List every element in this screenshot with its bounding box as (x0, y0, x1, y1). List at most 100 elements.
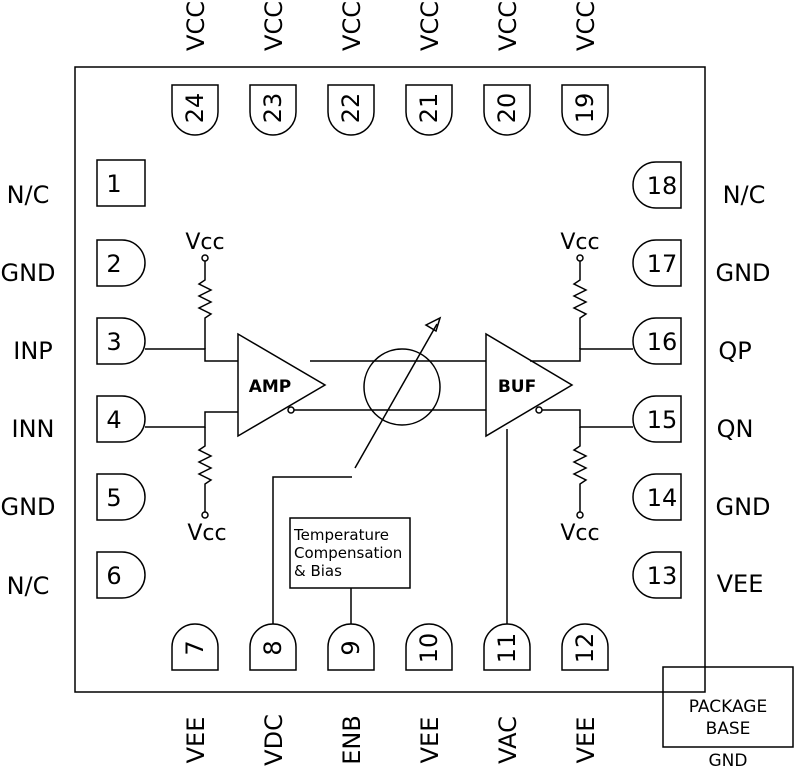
resistor-top-left (197, 261, 213, 349)
pin-11-pad (483, 623, 531, 671)
temp-comp-line2: Compensation (294, 544, 402, 562)
pin-16-number: 16 (647, 328, 678, 356)
pin-15-pad (632, 395, 682, 443)
buf-inverting-output-bubble (535, 406, 543, 414)
pin-7: 7 VEE (171, 623, 219, 764)
resistor-top-right (572, 261, 588, 349)
pin-14-pad (632, 473, 682, 521)
pin-10-name: VEE (416, 717, 444, 764)
temp-comp-line3: & Bias (294, 562, 342, 580)
pin-17-pad (632, 239, 682, 287)
pin-13-number: 13 (647, 562, 678, 590)
pin-8: 8 VDC (249, 623, 297, 766)
pin-23-name: VCC (260, 1, 288, 51)
pin-24-pad (171, 84, 219, 136)
pin-21-name: VCC (416, 1, 444, 51)
pin-21-pad (405, 84, 453, 136)
package-base-line2: BASE (706, 719, 751, 739)
pin-7-number: 7 (181, 640, 209, 655)
amp-inverting-output-bubble (287, 406, 295, 414)
pin-15-name: QN (717, 415, 754, 443)
temp-comp-bias-block (289, 517, 411, 589)
pin-12-name: VEE (572, 717, 600, 764)
pin-24-number: 24 (181, 93, 209, 124)
pin-1-pad (96, 159, 146, 207)
pin-11-number: 11 (493, 633, 521, 664)
pin-16-pad (632, 317, 682, 365)
pin-10: 10 VEE (405, 623, 453, 764)
pin-6-name: N/C (7, 572, 50, 600)
pin-23: 23 VCC (249, 1, 297, 136)
package-base-box (662, 666, 794, 748)
pin-13-name: VEE (717, 570, 764, 598)
inn-wire (145, 411, 238, 428)
attenuator-arrow-head (424, 316, 442, 333)
pin-12: 12 VEE (561, 623, 609, 764)
vcc-bottom-left-label: Vcc (187, 521, 226, 546)
pin-7-name: VEE (182, 717, 210, 764)
pin-5-pad (96, 473, 146, 521)
pin-20: 20 VCC (483, 1, 531, 136)
buf-triangle (485, 332, 574, 438)
attenuator-control-arrow-line (354, 323, 438, 469)
pin-3-pad (96, 317, 146, 365)
pin-9-name: ENB (338, 715, 366, 765)
pin-22-name: VCC (338, 1, 366, 51)
pin-7-pad (171, 623, 219, 671)
vdc-wire (272, 476, 352, 624)
pin-22-number: 22 (337, 93, 365, 124)
pin-8-number: 8 (259, 640, 287, 655)
pin-15-number: 15 (647, 406, 678, 434)
pin-10-number: 10 (415, 633, 443, 664)
pin-23-pad (249, 84, 297, 136)
pin-3-name: INP (13, 337, 53, 365)
pin-11: 11 VAC (483, 623, 531, 764)
pin-8-name: VDC (260, 714, 288, 766)
pin-21: 21 VCC (405, 1, 453, 136)
pin-20-pad (483, 84, 531, 136)
pin-2-pad (96, 239, 146, 287)
pin-11-name: VAC (494, 716, 522, 764)
amp-triangle (237, 332, 327, 438)
pin-4-number: 4 (106, 406, 121, 434)
vcc-top-right-node (576, 254, 584, 262)
pin-14-number: 14 (647, 484, 678, 512)
amp-label: AMP (249, 377, 292, 397)
pin-22-pad (327, 84, 375, 136)
pin-17-number: 17 (647, 250, 678, 278)
vcc-top-left-node (201, 254, 209, 262)
pin-14-name: GND (715, 493, 770, 521)
vcc-top-left-label: Vcc (185, 230, 224, 255)
pin-4-name: INN (12, 415, 55, 443)
pin-6-number: 6 (106, 562, 121, 590)
pin-17-name: GND (715, 259, 770, 287)
pin-8-pad (249, 623, 297, 671)
pin-9-pad (327, 623, 375, 671)
pin-23-number: 23 (259, 93, 287, 124)
vcc-bottom-right-label: Vcc (560, 521, 599, 546)
qp-wire (530, 348, 633, 362)
temp-comp-line1: Temperature (293, 526, 389, 544)
pin-21-number: 21 (415, 93, 443, 124)
pin-24: 24 VCC (171, 1, 219, 136)
variable-attenuator-circle (363, 348, 441, 426)
resistor-bottom-left (197, 427, 213, 512)
pin-2-name: GND (0, 259, 55, 287)
qn-wire (542, 409, 633, 428)
pin-9: 9 ENB (327, 623, 375, 765)
pin-18-number: 18 (647, 172, 678, 200)
pin-1-name: N/C (7, 181, 50, 209)
vcc-top-right-label: Vcc (560, 230, 599, 255)
pin-16-name: QP (718, 337, 751, 365)
pin-20-number: 20 (493, 93, 521, 124)
package-body (74, 66, 706, 693)
pin-4-pad (96, 395, 146, 443)
pin-3-number: 3 (106, 328, 121, 356)
pin-18-pad (632, 161, 682, 209)
pin-24-name: VCC (182, 1, 210, 51)
pin-19-number: 19 (571, 93, 599, 124)
pin-18-name: N/C (723, 181, 766, 209)
package-base-ground: GND (709, 751, 748, 771)
pin-22: 22 VCC (327, 1, 375, 136)
